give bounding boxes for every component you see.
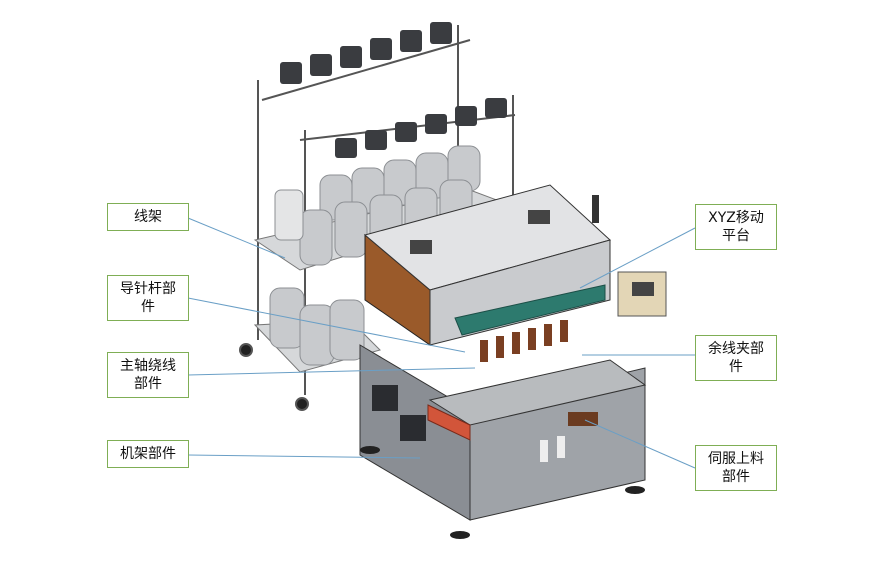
- label-frame: 机架部件: [107, 440, 189, 468]
- winding-heads: [480, 320, 568, 362]
- leader-lines: [187, 217, 696, 469]
- worktable: [428, 359, 647, 426]
- tensioner-row-mid: [335, 98, 507, 158]
- label-wire-rack: 线架: [107, 203, 189, 231]
- label-xyz-platform: XYZ移动 平台: [695, 204, 777, 250]
- teal-beam: [454, 284, 606, 336]
- machine-feet: [360, 446, 645, 539]
- tensioner-row-top: [280, 22, 452, 84]
- cabinet-handle-left: [540, 440, 548, 462]
- fan-upper: [372, 385, 398, 411]
- signal-tower: [592, 195, 599, 223]
- cabinet-handle-right: [557, 436, 565, 458]
- orange-block: [427, 404, 471, 441]
- label-needle-bar: 导针杆部 件: [107, 275, 189, 321]
- top-fan-right: [528, 210, 550, 224]
- label-servo-feed: 伺服上料 部件: [695, 445, 777, 491]
- fan-lower: [400, 415, 426, 441]
- control-screen: [632, 282, 654, 296]
- label-spindle: 主轴绕线 部件: [107, 352, 189, 398]
- label-wire-clamp: 余线夹部 件: [695, 335, 777, 381]
- top-fan-left: [410, 240, 432, 254]
